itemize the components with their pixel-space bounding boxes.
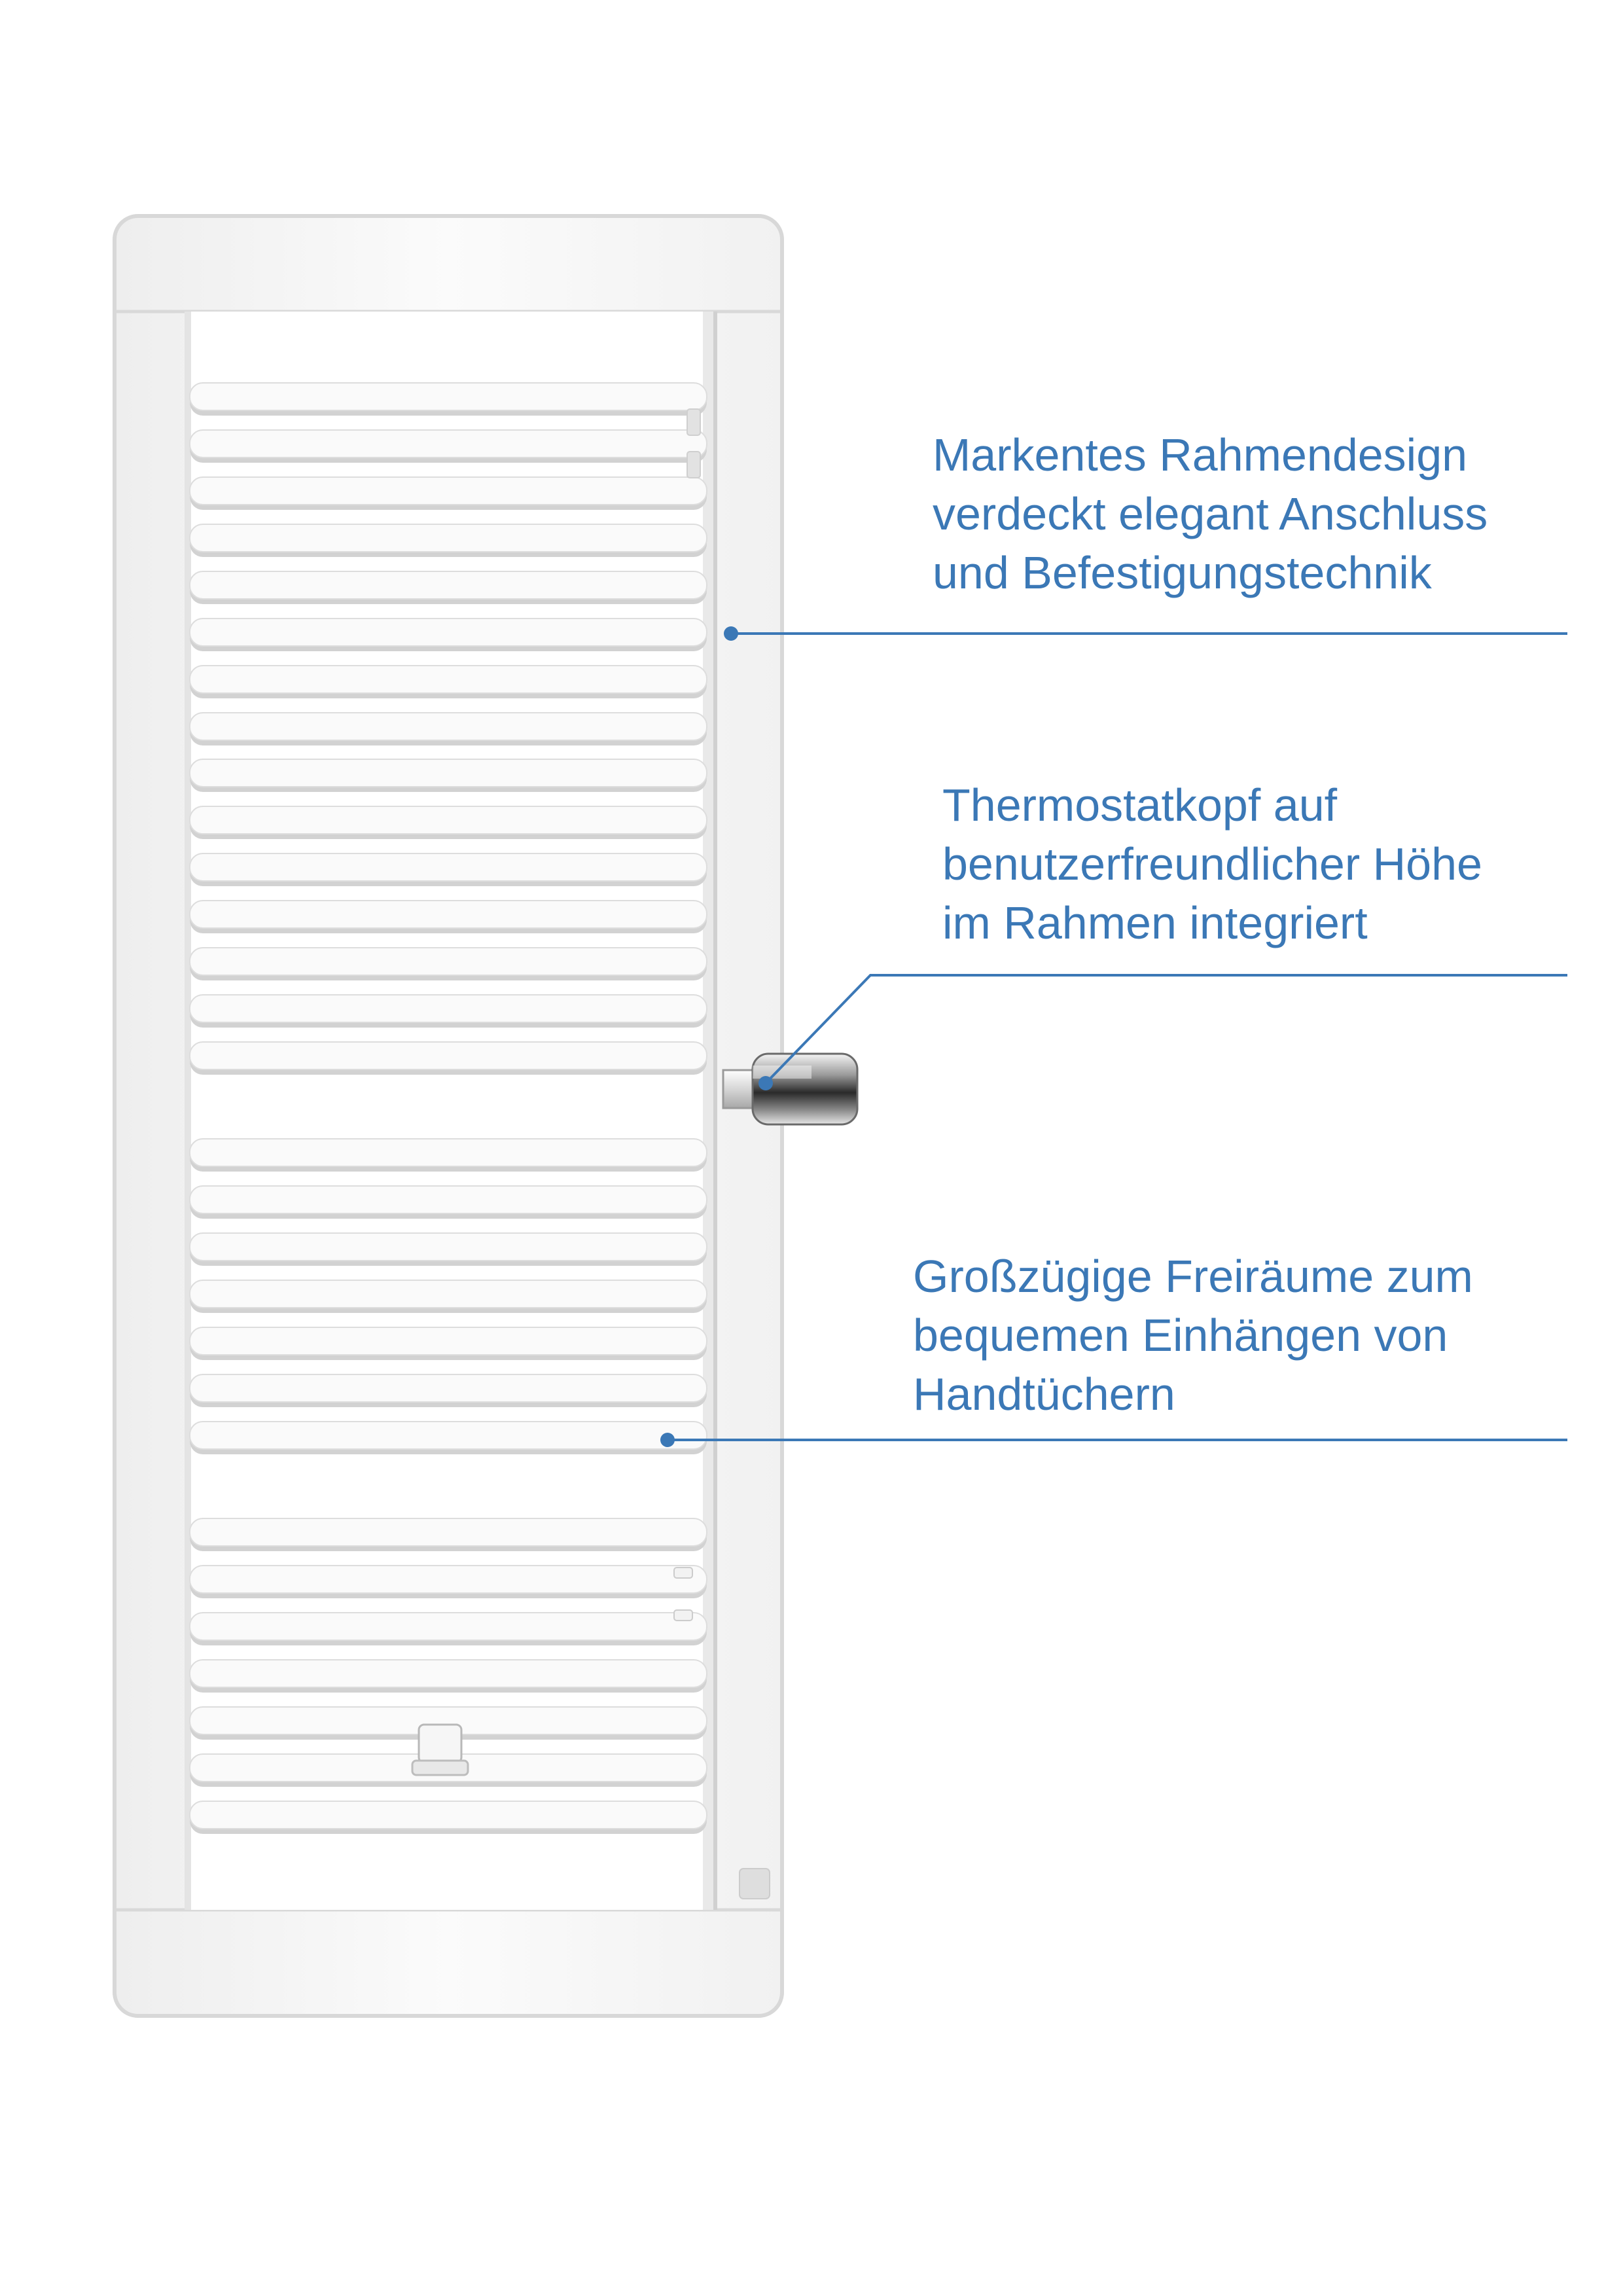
callout-line: im Rahmen integriert	[942, 897, 1368, 948]
radiator-bar	[189, 618, 707, 647]
radiator-bar	[189, 1565, 707, 1594]
radiator-bar	[189, 1138, 707, 1167]
bar-hook-1	[687, 408, 701, 436]
bar-clip-2	[673, 1609, 693, 1621]
logo-plate-icon	[739, 1868, 770, 1899]
frame-inner-right-edge	[713, 312, 717, 1910]
callout-towel-space: Großzügige Freiräume zum bequemen Einhän…	[913, 1247, 1473, 1424]
callout-line: verdeckt elegant Anschluss	[933, 488, 1488, 539]
radiator-bar	[189, 524, 707, 552]
radiator-bar	[189, 1232, 707, 1261]
callout-line: Handtüchern	[913, 1369, 1175, 1420]
callout-leader-thermostat	[758, 974, 1567, 1090]
radiator-bar	[189, 1801, 707, 1829]
callout-line: Thermostatkopf auf	[942, 780, 1338, 831]
callout-line: Markentes Rahmendesign	[933, 429, 1468, 480]
radiator-bar	[189, 806, 707, 834]
radiator-bar	[189, 382, 707, 411]
radiator-bar	[189, 1327, 707, 1355]
callout-line: und Befestigungstechnik	[933, 547, 1432, 598]
radiator-bar	[189, 900, 707, 929]
bar-clip-1	[673, 1567, 693, 1579]
radiator-bar	[189, 994, 707, 1023]
radiator-bar	[189, 476, 707, 505]
callout-line: bequemen Einhängen von	[913, 1310, 1448, 1361]
callout-leader-space	[660, 1433, 1567, 1447]
bottom-valve	[418, 1723, 463, 1764]
radiator-bar	[189, 1518, 707, 1547]
radiator-bar	[189, 1659, 707, 1688]
bottom-valve-base	[411, 1759, 469, 1776]
radiator-bar	[189, 1280, 707, 1308]
callout-thermostat: Thermostatkopf auf benutzerfreundlicher …	[942, 776, 1482, 952]
bar-hook-2	[687, 451, 701, 478]
radiator-bar	[189, 1612, 707, 1641]
callout-line: benutzerfreundlicher Höhe	[942, 838, 1482, 889]
radiator-bar	[189, 947, 707, 976]
radiator-bar	[189, 759, 707, 787]
radiator-bar	[189, 571, 707, 600]
radiator-bar	[189, 1374, 707, 1403]
radiator-bar	[189, 1041, 707, 1070]
radiator-bar	[189, 1185, 707, 1214]
radiator-bar	[189, 1421, 707, 1450]
callout-leader-frame	[724, 626, 1567, 641]
radiator-bar	[189, 665, 707, 694]
frame-inner-left	[185, 312, 191, 1910]
callout-frame-design: Markentes Rahmendesign verdeckt elegant …	[933, 425, 1488, 602]
radiator-bar	[189, 429, 707, 458]
callout-line: Großzügige Freiräume zum	[913, 1251, 1473, 1302]
radiator-bar	[189, 853, 707, 882]
radiator-bar	[189, 712, 707, 741]
